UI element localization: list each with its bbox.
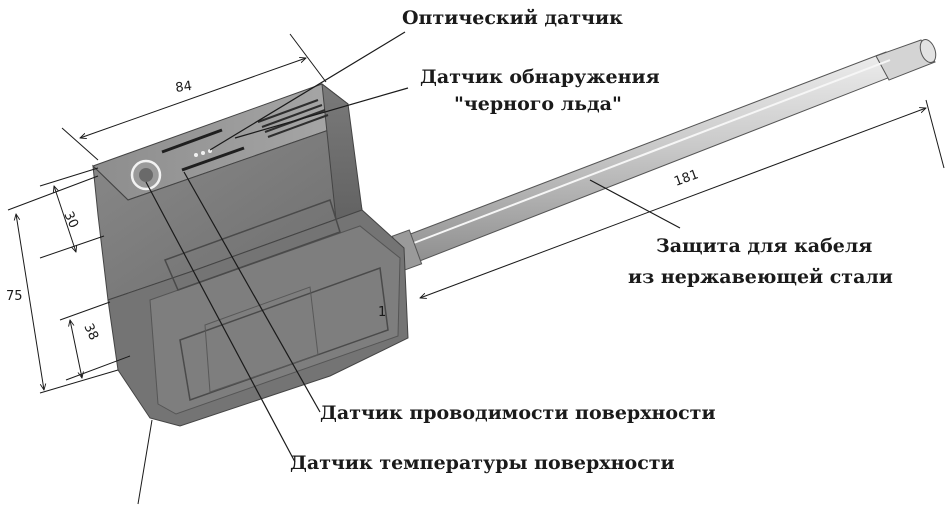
dim-cable-length: 181: [672, 167, 700, 190]
dimension-lines: [7, 33, 945, 505]
sensor-body: 1: [92, 82, 409, 427]
dim-width: 84: [174, 79, 192, 96]
dim-height: 75: [6, 289, 23, 304]
dim-lower-depth: 38: [80, 321, 101, 342]
label-conductivity-sensor: Датчик проводимости поверхности: [320, 402, 716, 424]
label-cable-protection-line1: Защита для кабеля: [656, 235, 872, 257]
dim-upper-depth: 30: [60, 209, 81, 230]
label-black-ice-line2: "черного льда": [454, 93, 622, 115]
temperature-sensor-disc-icon: [130, 159, 162, 191]
label-cable-protection-line2: из нержавеющей стали: [628, 266, 893, 288]
label-temperature-sensor: Датчик температуры поверхности: [290, 452, 675, 474]
label-black-ice-line1: Датчик обнаружения: [420, 66, 660, 88]
label-optical-sensor: Оптический датчик: [402, 7, 623, 29]
panel-number: 1: [378, 305, 386, 320]
